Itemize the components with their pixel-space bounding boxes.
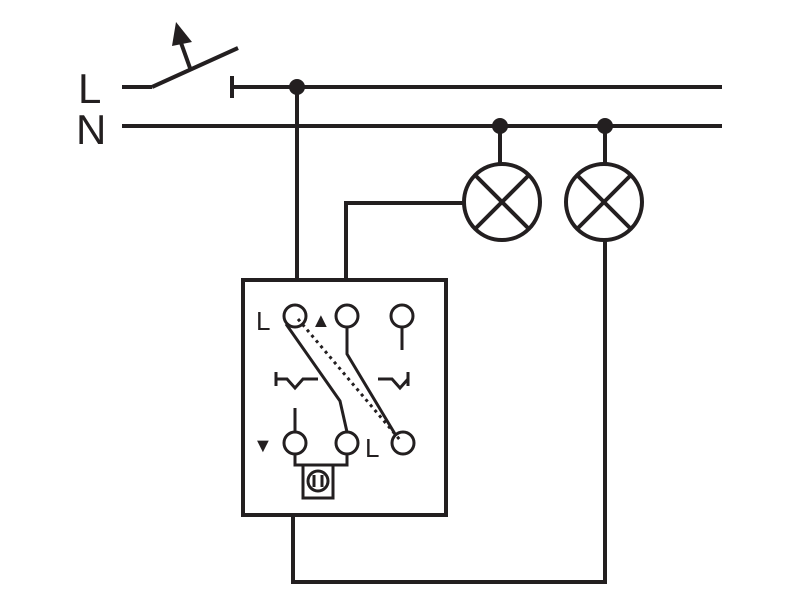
arrow-down-icon: ▼ <box>253 435 273 457</box>
line-supply <box>122 22 722 98</box>
socket-box <box>301 463 335 500</box>
terminal-top-3 <box>389 303 415 329</box>
main-switch-blade <box>151 46 239 89</box>
arrow-up-icon: ▲ <box>311 310 331 332</box>
contact-right-symbol <box>378 377 410 391</box>
terminal-top-2 <box>334 303 360 329</box>
lamp-1-cross-b <box>473 173 531 231</box>
switch-actuator-arrow-icon <box>172 22 192 46</box>
lamp-2-feed-wire <box>291 240 607 584</box>
terminal-label-l-top: L <box>256 306 270 336</box>
socket-lead-right <box>333 454 349 467</box>
terminal-bottom-2 <box>334 430 360 456</box>
terminal-bottom-l <box>390 430 416 456</box>
bridge-dotted-link <box>296 318 402 441</box>
neutral-label: N <box>76 106 106 153</box>
contact-left-symbol <box>276 377 318 391</box>
terminal-label-l-bottom: L <box>365 433 379 463</box>
switch-enclosure <box>241 278 448 517</box>
neutral-supply <box>122 118 722 134</box>
lamp-2 <box>564 126 644 242</box>
socket-circle <box>306 469 330 493</box>
lamp-1-feed-wire <box>344 201 464 280</box>
socket-lead-left <box>293 454 303 467</box>
terminal-top-l <box>282 303 308 329</box>
switch-actuator-stem <box>178 39 192 69</box>
lamp-1 <box>462 126 542 242</box>
double-switch-box: L ▲ ▼ L <box>241 278 448 517</box>
line-label: L <box>78 65 101 112</box>
bridge-left-edge <box>284 323 349 433</box>
bridge-right-edge <box>345 327 397 435</box>
terminal-bottom-1 <box>282 430 308 456</box>
lamp-2-cross-b <box>575 173 633 231</box>
